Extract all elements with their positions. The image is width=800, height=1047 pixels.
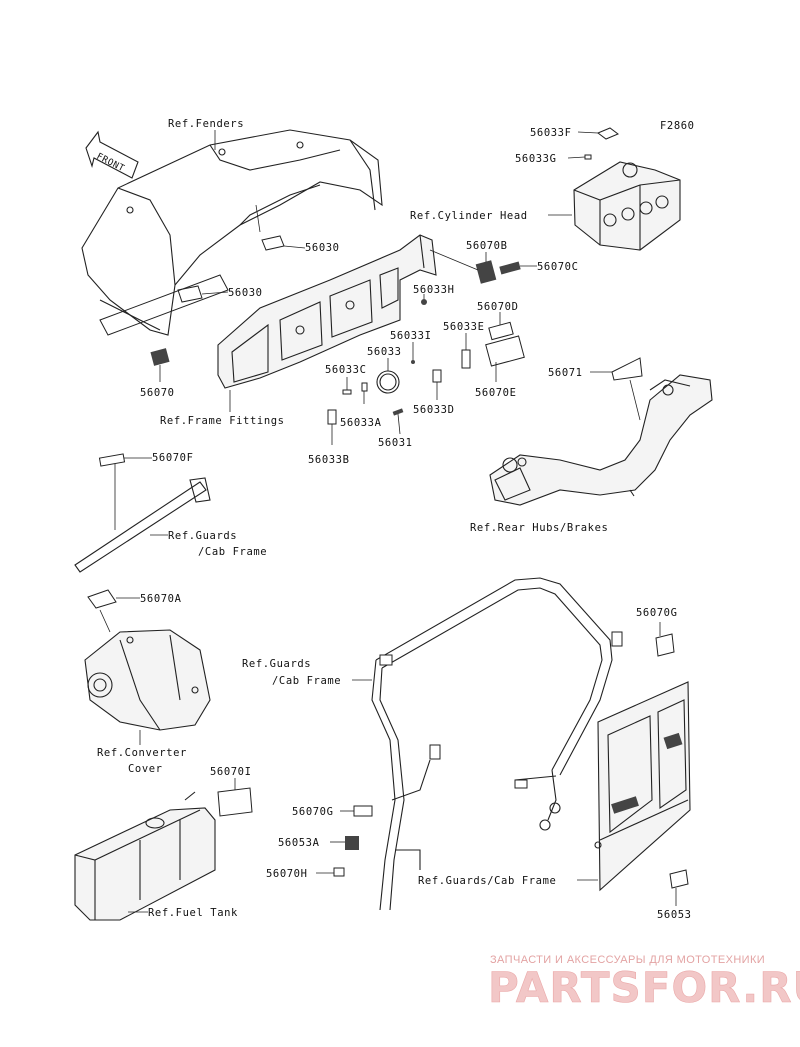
label-56070E: 56070E [475,387,517,399]
label-ref-fuel-tank: Ref.Fuel Tank [148,907,238,919]
label-56033E: 56033E [443,321,485,333]
label-56053: 56053 [657,909,692,921]
label-56070G-a: 56070G [636,607,678,619]
guard-bar [74,453,211,573]
rear-hubs-brakes [489,357,713,506]
label-56033D: 56033D [413,404,455,416]
label-56070A: 56070A [140,593,182,605]
label-56070I: 56070I [210,766,252,778]
label-56030-lower: 56030 [228,287,263,299]
frame-fittings [217,234,437,389]
cab-door-panel [577,622,691,906]
label-ref-frame-fittings: Ref.Frame Fittings [160,415,285,427]
decal-cluster-lower [316,805,373,877]
label-ref-guards-1: Ref.Guards [168,530,237,542]
fuel-tank [74,778,253,921]
decal-56030-upper [255,204,306,251]
label-56033G: 56033G [515,153,557,165]
label-56031: 56031 [378,437,413,449]
label-56033A: 56033A [340,417,382,429]
converter-cover [84,589,211,745]
decal-cluster-56033 [327,294,471,445]
label-ref-converter-1: Ref.Converter [97,747,187,759]
watermark-tagline: ЗАПЧАСТИ И АКСЕССУАРЫ ДЛЯ МОТОТЕХНИКИ [490,954,765,966]
diagram-code: F2860 [660,120,695,132]
decal-56070 [99,274,229,382]
watermark-brand: PARTSFOR.RU [488,963,800,1012]
label-56033I: 56033I [390,330,432,342]
label-56070C: 56070C [537,261,579,273]
label-56070B: 56070B [466,240,508,252]
decal-56030-lower [177,285,229,303]
label-56070: 56070 [140,387,175,399]
label-ref-guards-cab-frame: Ref.Guards/Cab Frame [418,875,556,887]
label-56070F: 56070F [152,452,194,464]
front-arrow-icon: FRONT [85,130,139,179]
cylinder-head [548,127,681,251]
label-56030-upper: 56030 [305,242,340,254]
decal-cluster-56070 [429,249,537,382]
label-ref-rear-hubs: Ref.Rear Hubs/Brakes [470,522,608,534]
label-ref-guards-2: /Cab Frame [198,546,267,558]
fender-assembly [81,129,383,336]
cab-frame-tube [352,577,623,911]
label-ref-converter-2: Cover [128,763,163,775]
label-56033F: 56033F [530,127,572,139]
label-front: FRONT [95,152,126,175]
label-56070D: 56070D [477,301,519,313]
label-56070G-b: 56070G [292,806,334,818]
label-ref-guards-b1: Ref.Guards [242,658,311,670]
label-56070H: 56070H [266,868,308,880]
label-56033C: 56033C [325,364,367,376]
label-ref-cylinder-head: Ref.Cylinder Head [410,210,528,222]
label-56033: 56033 [367,346,402,358]
label-56033B: 56033B [308,454,350,466]
label-ref-guards-b2: /Cab Frame [272,675,341,687]
label-56053A: 56053A [278,837,320,849]
label-56033H: 56033H [413,284,455,296]
label-ref-fenders: Ref.Fenders [168,118,244,130]
label-56071: 56071 [548,367,583,379]
